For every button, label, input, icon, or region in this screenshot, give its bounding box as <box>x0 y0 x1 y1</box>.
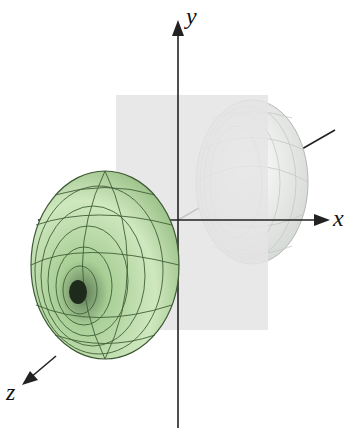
z-arrowhead <box>22 371 38 385</box>
axis-label: y <box>186 4 197 28</box>
axis-label: z <box>6 380 15 404</box>
x-arrowhead <box>314 214 330 226</box>
y-arrowhead <box>172 20 184 36</box>
front-lobe <box>31 171 179 359</box>
axis-label: x <box>333 206 344 230</box>
y-axis <box>177 30 179 428</box>
z-axis <box>30 356 56 378</box>
